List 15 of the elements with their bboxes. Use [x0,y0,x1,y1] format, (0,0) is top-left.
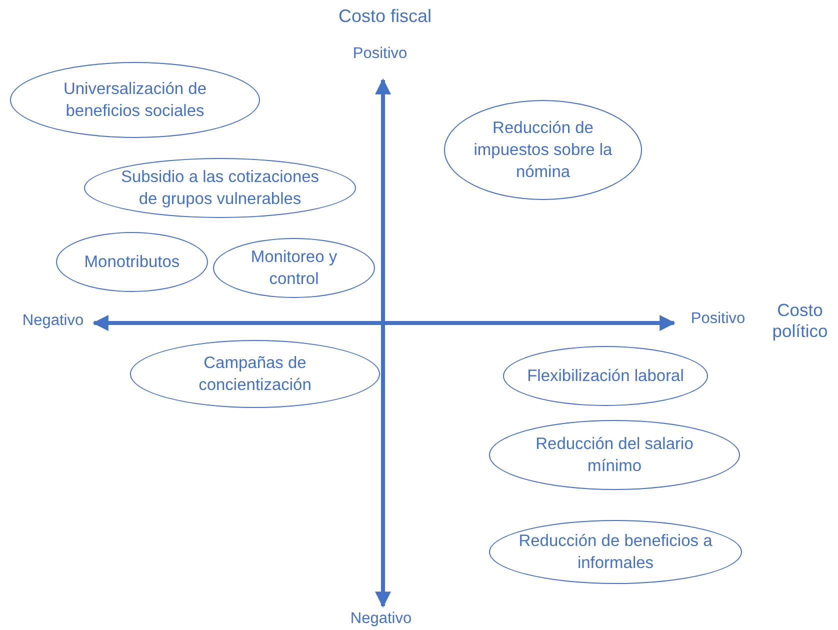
axis-end-label: Negativo [349,610,413,628]
axis-end-label: Positivo [352,45,408,63]
axis-end-label: Negativo [21,312,85,330]
policy-ellipse: Reducción del salario mínimo [489,420,740,490]
policy-ellipse: Universalización de beneficios sociales [10,62,260,138]
policy-ellipse: Reducción de beneficios a informales [489,520,742,584]
policy-ellipse: Campañas de concientización [130,340,380,408]
axis-title: Costo político [771,300,829,342]
policy-ellipse: Monitoreo y control [213,238,375,298]
policy-ellipse: Monotributos [56,232,208,292]
policy-ellipse: Flexibilización laboral [503,346,708,406]
policy-ellipse: Subsidio a las cotizaciones de grupos vulnerables [84,158,356,218]
policy-ellipse: Reducción de impuestos sobre la nómina [444,100,642,200]
axis-title: Costo fiscal [337,6,433,27]
axis-end-label: Positivo [690,310,746,328]
